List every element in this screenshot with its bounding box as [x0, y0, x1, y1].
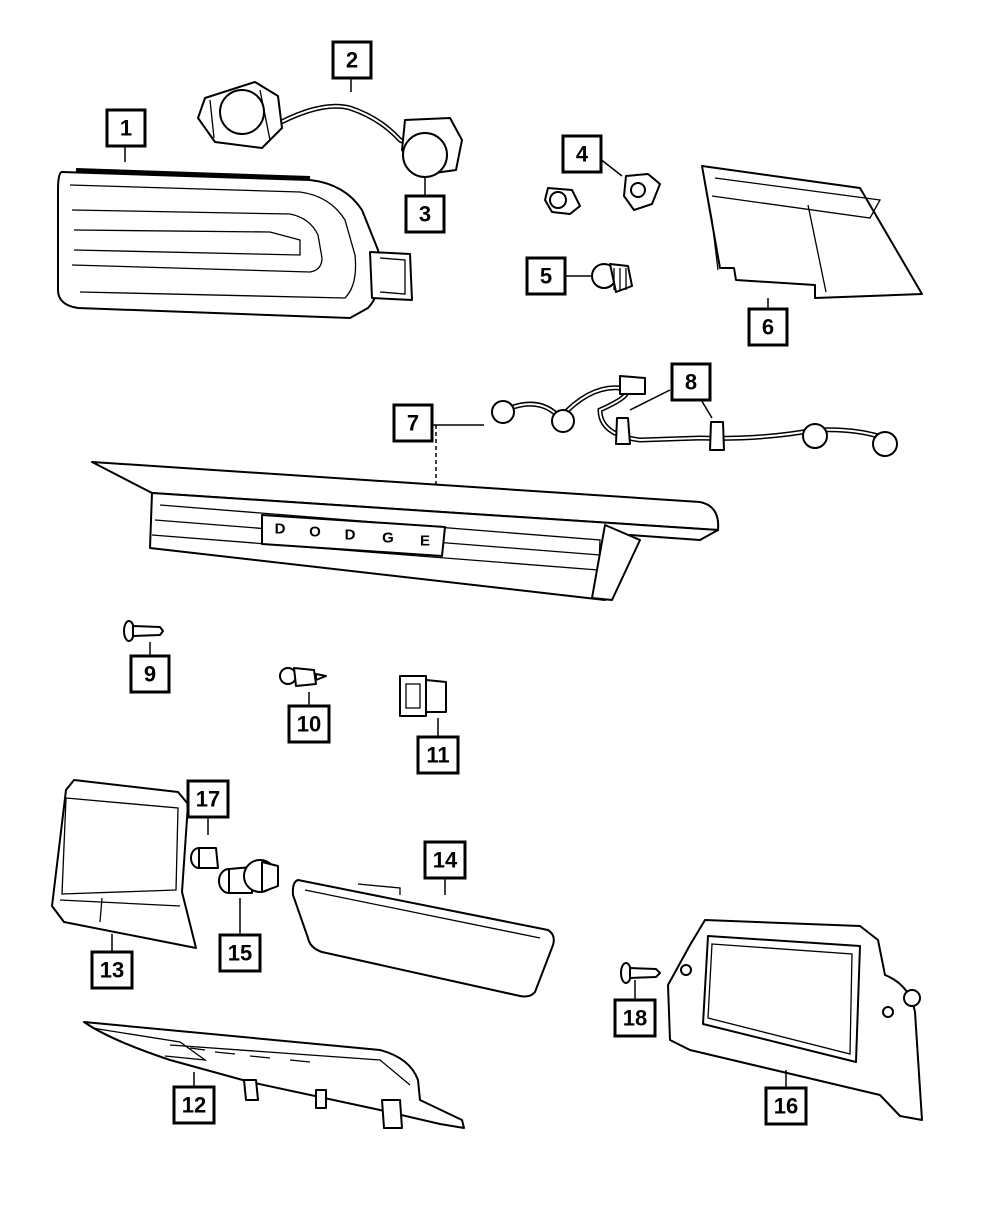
callout-10: 10	[287, 704, 331, 744]
badge-letter: D	[275, 521, 286, 538]
badge-letter: E	[420, 533, 430, 550]
callout-8: 8	[670, 362, 712, 402]
bezel-part-16	[667, 919, 923, 1121]
bulb-part-17	[190, 847, 219, 869]
callout-17: 17	[186, 779, 230, 819]
tail-lamp-part	[57, 168, 413, 319]
wire-harness-part-8	[491, 375, 898, 457]
callout-2: 2	[331, 40, 373, 80]
socket-harness-part	[197, 81, 463, 178]
callout-1: 1	[105, 108, 147, 148]
callout-9: 9	[129, 654, 171, 694]
callout-5: 5	[525, 256, 567, 296]
callout-3: 3	[404, 194, 446, 234]
callout-label: 12	[182, 1093, 206, 1118]
lamp-housing-part-13	[51, 779, 197, 949]
badge-letter: G	[382, 530, 394, 547]
callout-7: 7	[392, 403, 434, 443]
lens-part-14	[291, 879, 555, 998]
callout-label: 17	[196, 787, 220, 812]
callout-11: 11	[416, 735, 460, 775]
callout-label: 13	[100, 958, 124, 983]
callout-label: 16	[774, 1094, 798, 1119]
callout-13: 13	[90, 950, 134, 990]
socket-part-15	[218, 859, 279, 894]
screw-part-18	[620, 962, 661, 984]
callout-label: 11	[426, 743, 449, 768]
callout-label: 2	[346, 48, 358, 73]
callout-label: 15	[228, 941, 252, 966]
callout-18: 18	[613, 998, 657, 1038]
callout-label: 3	[419, 202, 431, 227]
callout-label: 1	[120, 116, 132, 141]
nut-part-10	[279, 667, 327, 687]
callout-label: 14	[433, 848, 458, 873]
callout-14: 14	[423, 840, 467, 880]
applique-part-7	[91, 425, 720, 601]
lamp-assembly-part-12	[83, 1021, 465, 1129]
clip-part-11	[399, 675, 447, 717]
callout-label: 10	[297, 712, 321, 737]
callout-label: 7	[407, 411, 419, 436]
screw-part-9	[123, 620, 164, 642]
callout-label: 9	[144, 662, 156, 687]
dodge-badge: D O D G E	[275, 521, 430, 550]
callout-4: 4	[561, 134, 603, 174]
callout-label: 8	[685, 370, 697, 395]
badge-letter: D	[345, 527, 356, 544]
badge-letter: O	[309, 524, 321, 541]
callout-6: 6	[747, 307, 789, 347]
socket-part-4	[544, 173, 661, 215]
callout-label: 5	[540, 264, 552, 289]
trim-panel-part-6	[701, 165, 923, 299]
callout-15: 15	[218, 933, 262, 973]
callout-label: 18	[623, 1006, 647, 1031]
callout-12: 12	[172, 1085, 216, 1125]
callout-label: 6	[762, 315, 774, 340]
callout-16: 16	[764, 1086, 808, 1126]
bulb-part-5	[591, 263, 633, 293]
callout-label: 4	[576, 142, 589, 167]
